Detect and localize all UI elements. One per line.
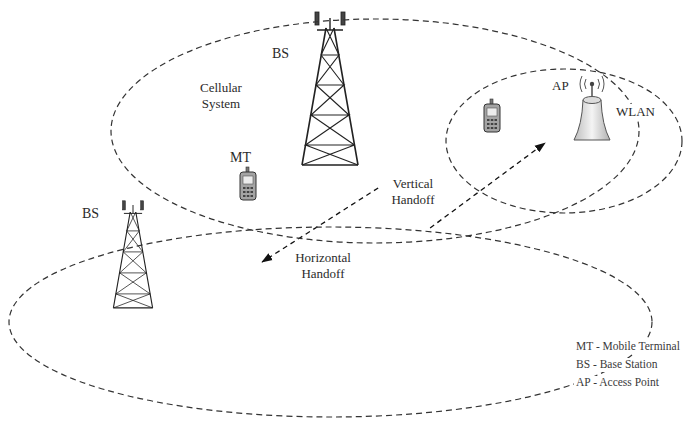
region-name: WLAN bbox=[614, 104, 657, 120]
handoff-arrow bbox=[430, 143, 545, 228]
dashed-ellipse bbox=[111, 19, 639, 243]
base-station-tower bbox=[113, 201, 152, 308]
terminal-label: MT bbox=[230, 150, 251, 167]
cellular-region: Cellular System bbox=[110, 18, 640, 244]
dashed-ellipse bbox=[9, 227, 652, 417]
legend-entry: MT - Mobile Terminal bbox=[574, 340, 682, 354]
dashed-ellipse bbox=[446, 69, 682, 213]
legend-entry: AP - Access Point bbox=[574, 376, 661, 390]
region-outline bbox=[110, 18, 640, 244]
station-label: BS bbox=[272, 46, 289, 63]
region-name: Cellular System bbox=[190, 80, 252, 111]
station-label: BS bbox=[82, 206, 99, 223]
access-point-label: AP bbox=[552, 78, 569, 94]
mobile-terminal-icon bbox=[484, 99, 500, 132]
handoff-label: Vertical Handoff bbox=[382, 176, 444, 207]
handoff-label: Horizontal Handoff bbox=[286, 250, 360, 281]
legend-entry: BS - Base Station bbox=[574, 358, 659, 372]
base-station-tower bbox=[302, 12, 358, 165]
mobile-terminal-icon bbox=[240, 167, 256, 200]
access-point-icon bbox=[574, 76, 610, 140]
